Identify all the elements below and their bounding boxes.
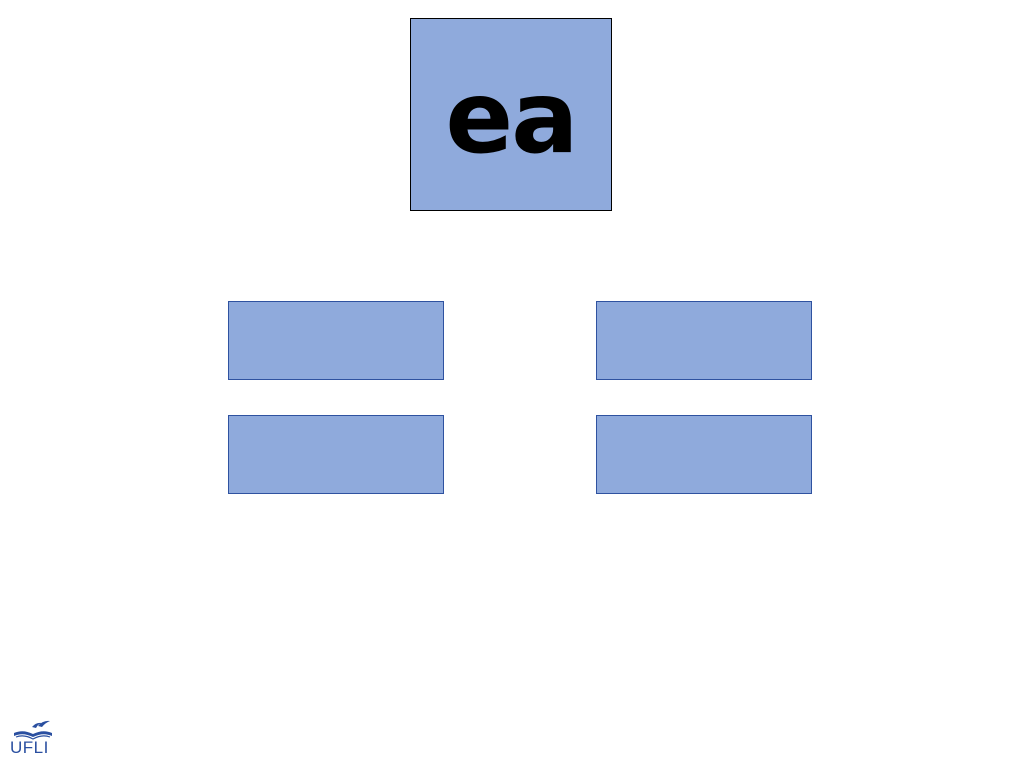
word-box-2[interactable]: [596, 301, 812, 380]
word-box-4[interactable]: [596, 415, 812, 494]
logo-text: UFLI: [10, 738, 49, 757]
grapheme-text: ea: [445, 58, 578, 176]
grapheme-card: ea: [410, 18, 612, 211]
word-box-3[interactable]: [228, 415, 444, 494]
open-book-with-birds-icon: [14, 720, 52, 740]
word-box-1[interactable]: [228, 301, 444, 380]
ufli-logo: UFLI: [10, 719, 56, 761]
